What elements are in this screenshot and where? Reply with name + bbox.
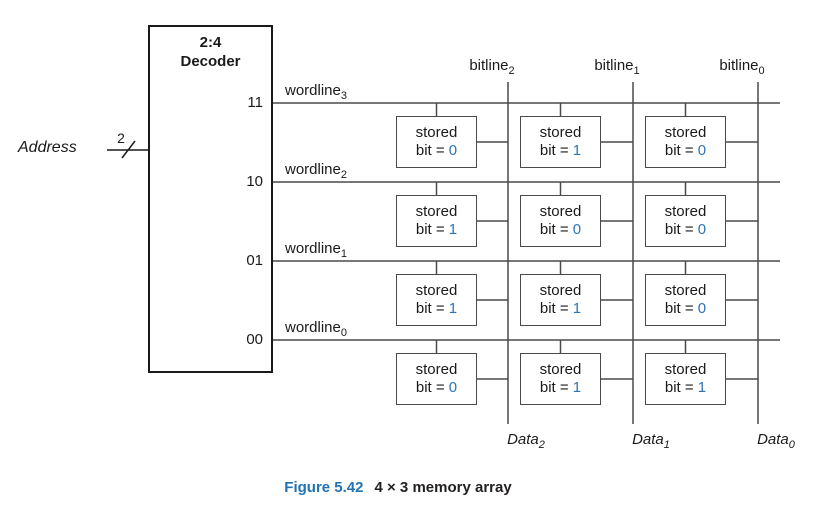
wordline-2-label: wordline2 xyxy=(285,161,347,181)
stored-bit-value: 0 xyxy=(448,379,458,396)
bus-width-label: 2 xyxy=(117,130,125,146)
data-0-label: Data0 xyxy=(757,431,795,451)
wordline-1-label: wordline1 xyxy=(285,240,347,260)
bitline-1-label: bitline1 xyxy=(594,57,640,77)
memory-cell-r3-c1: stored bit = 1 xyxy=(520,116,601,168)
stored-bit-value: 1 xyxy=(572,379,582,396)
address-bus-wire xyxy=(107,140,148,159)
memory-cell-r0-c0: stored bit = 1 xyxy=(645,353,726,405)
stored-bit-value: 1 xyxy=(448,221,458,238)
memory-cell-r1-c1: stored bit = 1 xyxy=(520,274,601,326)
stored-bit-value: 1 xyxy=(697,379,707,396)
data-2-label: Data2 xyxy=(507,431,545,451)
cell-wordline-stubs xyxy=(435,103,687,354)
wordline-0-label: wordline0 xyxy=(285,319,347,339)
stored-bit-value: 1 xyxy=(572,142,582,159)
bitline-2-label: bitline2 xyxy=(469,57,515,77)
decoder-size-label: 2:4 xyxy=(199,34,222,51)
stored-bit-value: 1 xyxy=(448,300,458,317)
wordline-wires xyxy=(273,102,780,341)
memory-cell-r1-c0: stored bit = 0 xyxy=(645,274,726,326)
decoder-output-01: 01 xyxy=(246,252,263,269)
decoder-output-11: 11 xyxy=(247,94,263,111)
stored-bit-value: 1 xyxy=(572,300,582,317)
decoder-name-label: Decoder xyxy=(180,53,241,70)
bitline-0-label: bitline0 xyxy=(719,57,765,77)
memory-cell-r2-c0: stored bit = 0 xyxy=(645,195,726,247)
stored-bit-value: 0 xyxy=(697,142,707,159)
memory-cell-r0-c2: stored bit = 0 xyxy=(396,353,477,405)
stored-bit-value: 0 xyxy=(572,221,582,238)
decoder-output-00: 00 xyxy=(246,331,263,348)
stored-bit-value: 0 xyxy=(697,300,707,317)
bus-slash xyxy=(121,140,136,159)
figure-number: Figure 5.42 xyxy=(284,479,364,496)
memory-cell-r3-c0: stored bit = 0 xyxy=(645,116,726,168)
memory-cell-r0-c1: stored bit = 1 xyxy=(520,353,601,405)
bitline-wires xyxy=(507,82,759,424)
stored-bit-value: 0 xyxy=(448,142,458,159)
stored-bit-value: 0 xyxy=(697,221,707,238)
memory-cell-r2-c1: stored bit = 0 xyxy=(520,195,601,247)
memory-cell-r3-c2: stored bit = 0 xyxy=(396,116,477,168)
address-label: Address xyxy=(18,139,77,156)
figure-title: 4 × 3 memory array xyxy=(374,479,512,496)
decoder-output-10: 10 xyxy=(246,173,263,190)
memory-cell-r1-c2: stored bit = 1 xyxy=(396,274,477,326)
decoder-title: 2:4 Decoder xyxy=(148,33,273,71)
figure-caption: Figure 5.42 4 × 3 memory array xyxy=(0,479,796,496)
wordline-3-label: wordline3 xyxy=(285,82,347,102)
memory-cell-r2-c2: stored bit = 1 xyxy=(396,195,477,247)
cell-bitline-stubs xyxy=(476,141,758,380)
data-1-label: Data1 xyxy=(632,431,670,451)
decoder-box xyxy=(148,25,273,373)
